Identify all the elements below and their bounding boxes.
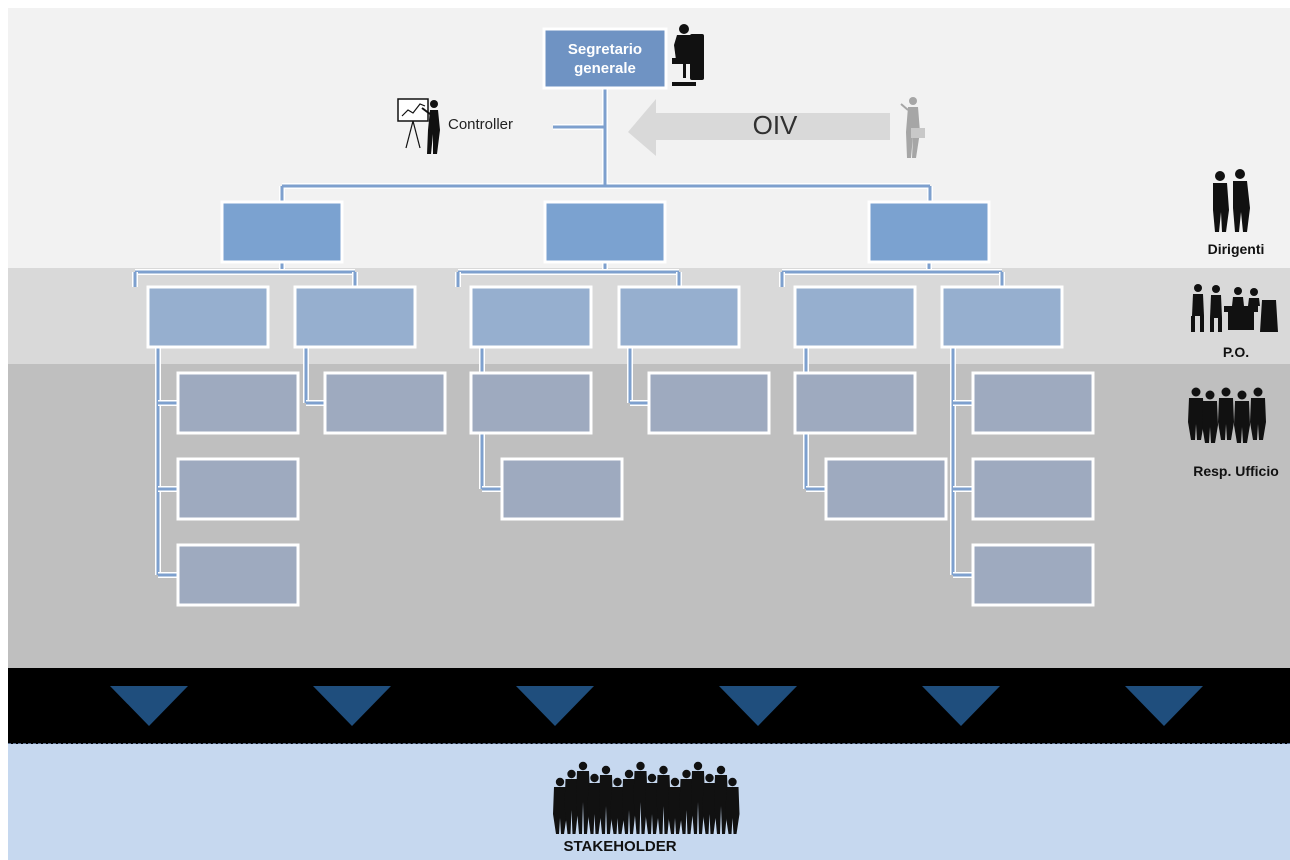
ufficio-box-2-1[interactable] bbox=[323, 371, 447, 435]
crowd-person-body-12 bbox=[679, 779, 694, 834]
crowd-person-head-10 bbox=[659, 765, 668, 775]
crowd-person-head-11 bbox=[670, 777, 680, 787]
oiv-person-icon bbox=[900, 97, 925, 158]
crowd-person-body-14 bbox=[702, 783, 717, 834]
group-person-body-1 bbox=[1188, 398, 1204, 440]
crowd-person-body-5 bbox=[599, 775, 613, 834]
crowd-person-head-16 bbox=[728, 777, 737, 787]
crowd-person-body-2 bbox=[564, 779, 579, 834]
executive-desk-icon bbox=[672, 24, 704, 86]
crowd-person-head-1 bbox=[555, 777, 565, 787]
executives-icon bbox=[1213, 169, 1250, 232]
group-person-body-4 bbox=[1234, 401, 1250, 443]
po-box-1[interactable] bbox=[146, 285, 270, 349]
group-person-body-5 bbox=[1250, 398, 1266, 440]
sub-connectors bbox=[132, 262, 1005, 578]
crowd-person-head-8 bbox=[636, 761, 645, 771]
group-person-head-4 bbox=[1237, 390, 1247, 400]
group-person-head-3 bbox=[1221, 387, 1231, 397]
ufficio-box-6-2[interactable] bbox=[971, 457, 1095, 521]
crowd-person-head-4 bbox=[590, 773, 599, 783]
tier-label-dirigenti: Dirigenti bbox=[1207, 241, 1265, 257]
tier-label-po: P.O. bbox=[1222, 344, 1250, 360]
group-person-body-2 bbox=[1202, 401, 1218, 443]
crowd-person-head-13 bbox=[693, 761, 703, 771]
group-person-head-1 bbox=[1191, 387, 1201, 397]
crowd-person-head-14 bbox=[705, 773, 714, 783]
arrow-band bbox=[8, 668, 1290, 744]
group-person-head-2 bbox=[1205, 390, 1215, 400]
group-icon bbox=[1188, 387, 1266, 443]
down-arrow-4 bbox=[719, 686, 797, 726]
crowd-person-head-5 bbox=[601, 765, 611, 775]
oiv-arrow bbox=[628, 99, 890, 156]
down-arrows bbox=[110, 686, 1203, 726]
crowd-person-body-4 bbox=[587, 783, 602, 834]
po-box-5[interactable] bbox=[793, 285, 917, 349]
ufficio-box-6-3[interactable] bbox=[971, 543, 1095, 607]
ufficio-box-1-3[interactable] bbox=[176, 543, 300, 607]
unit-boxes bbox=[146, 200, 1095, 607]
down-arrow-2 bbox=[313, 686, 391, 726]
po-box-3[interactable] bbox=[469, 285, 593, 349]
po-box-2[interactable] bbox=[293, 285, 417, 349]
crowd-person-head-3 bbox=[578, 761, 588, 771]
crowd-person-body-16 bbox=[725, 787, 740, 834]
meeting-icon bbox=[1191, 284, 1278, 332]
crowd-icon bbox=[553, 761, 740, 834]
crowd-person-head-6 bbox=[613, 777, 622, 787]
crowd-person-body-15 bbox=[714, 775, 728, 834]
crowd-person-body-8 bbox=[633, 771, 648, 834]
crowd-person-head-2 bbox=[567, 769, 576, 779]
crowd-person-body-9 bbox=[645, 783, 659, 834]
ufficio-box-3-2[interactable] bbox=[500, 457, 624, 521]
crowd-person-body-11 bbox=[668, 787, 682, 834]
ufficio-box-1-2[interactable] bbox=[176, 457, 300, 521]
down-arrow-5 bbox=[922, 686, 1000, 726]
top-connectors bbox=[279, 87, 933, 203]
controller-label: Controller bbox=[448, 116, 514, 133]
segretario-generale-box[interactable] bbox=[542, 27, 668, 90]
dirigente-box-3[interactable] bbox=[867, 200, 991, 264]
crowd-person-head-7 bbox=[624, 769, 634, 779]
po-box-4[interactable] bbox=[617, 285, 741, 349]
down-arrow-1 bbox=[110, 686, 188, 726]
crowd-person-body-7 bbox=[622, 779, 636, 834]
group-person-head-5 bbox=[1253, 387, 1263, 397]
crowd-person-head-15 bbox=[716, 765, 726, 775]
stakeholder-label: STAKEHOLDER bbox=[563, 838, 677, 855]
crowd-person-body-6 bbox=[610, 787, 625, 834]
crowd-person-body-1 bbox=[553, 787, 567, 834]
ufficio-box-1-1[interactable] bbox=[176, 371, 300, 435]
down-arrow-3 bbox=[516, 686, 594, 726]
oiv-label: OIV bbox=[752, 110, 798, 140]
ufficio-box-6-1[interactable] bbox=[971, 371, 1095, 435]
crowd-person-body-10 bbox=[656, 775, 671, 834]
crowd-person-head-9 bbox=[647, 773, 657, 783]
ufficio-box-5-1[interactable] bbox=[793, 371, 917, 435]
group-person-body-3 bbox=[1218, 398, 1234, 440]
tier-label-resp-ufficio: Resp. Ufficio bbox=[1193, 463, 1279, 479]
dirigente-box-1[interactable] bbox=[220, 200, 344, 264]
ufficio-box-4-1[interactable] bbox=[647, 371, 771, 435]
down-arrow-6 bbox=[1125, 686, 1203, 726]
ufficio-box-5-2[interactable] bbox=[824, 457, 948, 521]
po-box-6[interactable] bbox=[940, 285, 1064, 349]
crowd-person-head-12 bbox=[682, 769, 691, 779]
controller-presenter-icon bbox=[397, 98, 440, 154]
ufficio-box-3-1[interactable] bbox=[469, 371, 593, 435]
dirigente-box-2[interactable] bbox=[543, 200, 667, 264]
crowd-person-body-3 bbox=[576, 771, 590, 834]
crowd-person-body-13 bbox=[691, 771, 705, 834]
segretario-generale-label: Segretario generale bbox=[567, 41, 643, 77]
